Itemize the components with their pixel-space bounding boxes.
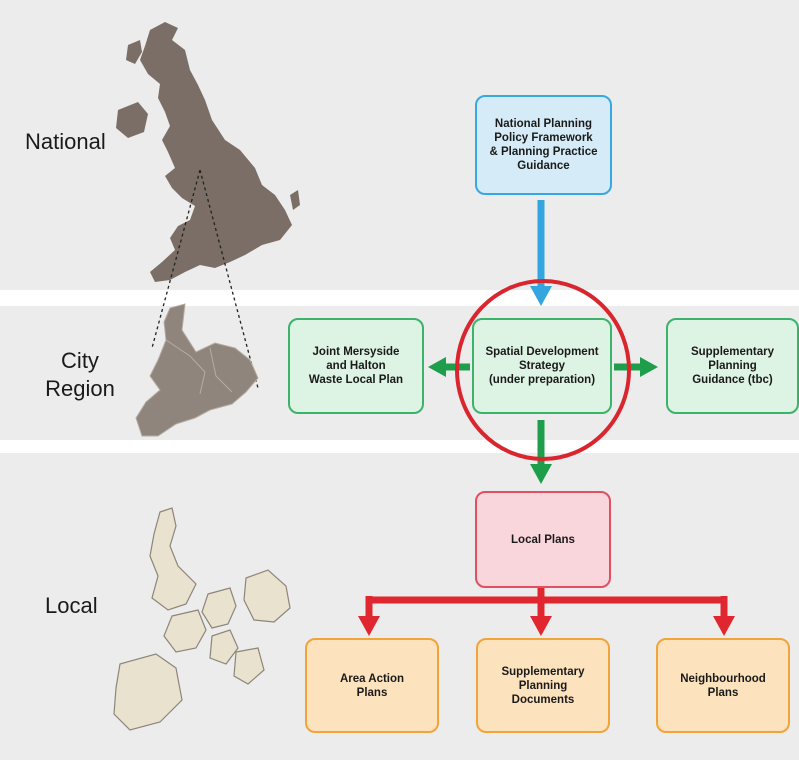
sds-to-waste-arrowhead: [428, 357, 446, 377]
spatial-development-strategy-box: Spatial Development Strategy (under prep…: [472, 318, 612, 414]
city-region-map-icon: [135, 303, 259, 437]
nppf-box: National Planning Policy Framework & Pla…: [475, 95, 612, 195]
tier-label-national: National: [25, 129, 106, 154]
neighbourhood-arrowhead: [713, 616, 735, 636]
neighbourhood-plans-box: Neighbourhood Plans: [656, 638, 790, 733]
supplementary-planning-guidance-box: Supplementary Planning Guidance (tbc): [666, 318, 799, 414]
supplementary-planning-documents-box: Supplementary Planning Documents: [476, 638, 610, 733]
sds-to-spg-arrowhead: [640, 357, 658, 377]
tier-label-city-region: City Region: [45, 348, 115, 401]
area-action-arrowhead: [358, 616, 380, 636]
uk-map-icon: [116, 22, 300, 282]
waste-local-plan-box: Joint Mersyside and Halton Waste Local P…: [288, 318, 424, 414]
map-projection-lines: [151, 169, 259, 389]
local-areas-map-icon: [113, 507, 291, 731]
nppf-to-sds-arrowhead: [530, 286, 552, 306]
local-plans-box: Local Plans: [475, 491, 611, 588]
spd-arrowhead: [530, 616, 552, 636]
tier-label-local: Local: [45, 593, 98, 618]
area-action-plans-box: Area Action Plans: [305, 638, 439, 733]
sds-to-local-arrowhead: [530, 464, 552, 484]
